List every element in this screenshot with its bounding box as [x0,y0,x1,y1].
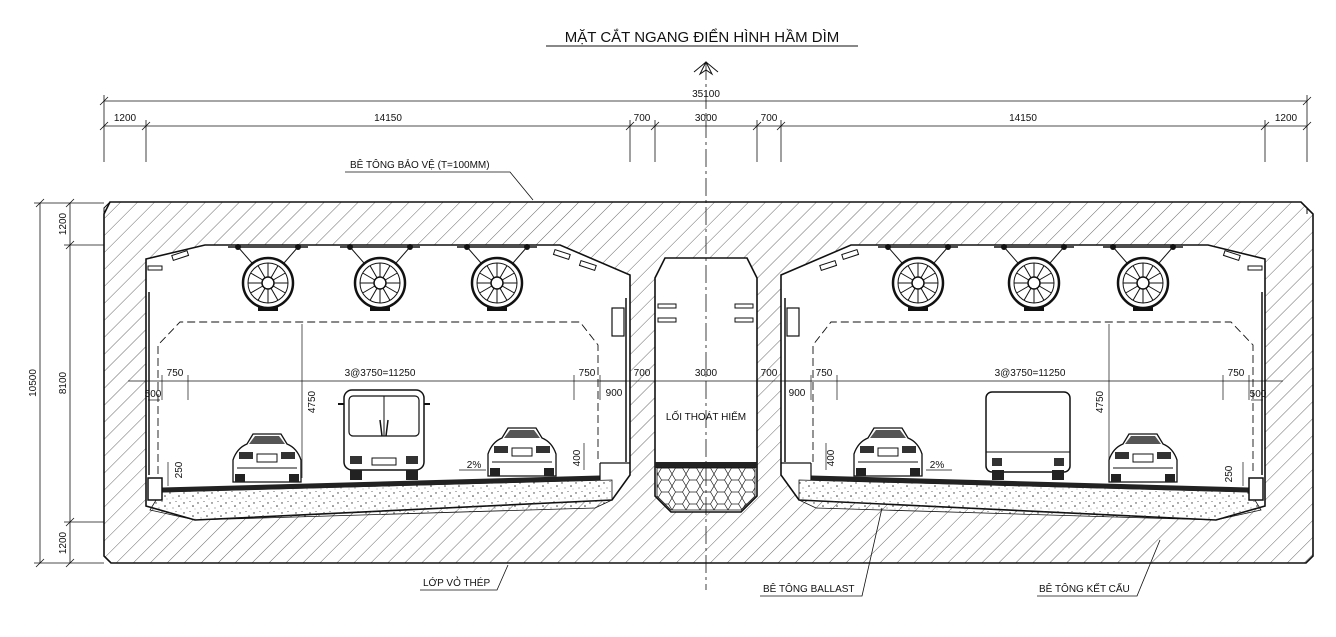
dim-3000-escape: 3000 [695,368,718,379]
dim-lane-right: 3@3750=11250 [995,368,1066,379]
dim-750-r2: 750 [1228,368,1245,379]
jet-fan-icon [228,244,308,311]
dim-height-bot: 1200 [58,531,69,554]
dim-400-r: 400 [826,449,837,466]
dim-900-l: 900 [606,388,623,399]
escape-gabion [656,467,756,511]
car-icon [487,427,557,477]
dim-250-l: 250 [174,461,185,478]
leaders [345,171,1161,597]
dim-seg-6: 14150 [1009,113,1037,124]
car-icon [853,427,923,477]
dim-500-r: 500 [1250,389,1267,400]
slope-left: 2% [467,460,482,471]
dim-height-mid: 8100 [58,371,69,394]
escape-route-label: LỐI THOÁT HIỂM [666,409,746,423]
jet-fans [228,244,1183,311]
label-ballast-concrete: BÊ TÔNG BALLAST [763,582,855,595]
ballast-left [149,479,613,521]
sign-board-right [786,307,800,337]
car-icon [232,433,302,483]
dim-seg-1: 1200 [114,113,137,124]
left-dimensions [34,198,104,568]
dim-750-l2: 750 [579,368,596,379]
inner-dimensions [128,324,1283,486]
bus-icon [338,389,430,480]
dim-seg-2: 14150 [374,113,402,124]
drain-left [147,477,163,501]
clearance-envelope-right [812,321,1254,474]
car-icon [1108,433,1178,483]
top-dimensions [99,95,1312,162]
dim-750-l1: 750 [167,368,184,379]
clearance-envelope-left [157,321,599,474]
dim-height-top: 1200 [58,212,69,235]
label-protective-concrete: BÊ TÔNG BẢO VỆ (T=100MM) [350,158,490,171]
jet-fan-icon [457,244,537,311]
drawing-title: MẶT CẮT NGANG ĐIỂN HÌNH HẦM DÌM [565,28,839,46]
dim-lane-left: 3@3750=11250 [345,368,416,379]
dim-4750-r: 4750 [1095,390,1106,413]
tunnel-lights [147,248,1263,323]
north-arrow-icon [693,60,719,76]
dim-900-r: 900 [789,388,806,399]
road-surface-left [161,475,601,493]
dim-700-l: 700 [634,368,651,379]
dim-400-l: 400 [572,449,583,466]
label-steel-shell: LỚP VỎ THÉP [423,576,490,589]
vehicles [232,389,1178,483]
dim-seg-7: 1200 [1275,113,1298,124]
bus-rear-icon [985,391,1071,480]
jet-fan-icon [994,244,1074,311]
road-surface-right [810,475,1250,493]
dim-seg-5: 700 [761,113,778,124]
protective-layer-line [103,201,1308,214]
slope-right: 2% [930,460,945,471]
dim-4750-l: 4750 [307,390,318,413]
dim-total-width: 35100 [692,89,720,100]
jet-fan-icon [340,244,420,311]
dim-seg-4: 3000 [695,113,718,124]
dim-seg-3: 700 [634,113,651,124]
dim-700-r: 700 [761,368,778,379]
dim-750-r1: 750 [816,368,833,379]
dim-total-height: 10500 [28,369,39,397]
dim-500-l: 500 [145,389,162,400]
label-structural-concrete: BÊ TÔNG KẾT CẤU [1039,582,1130,595]
drain-right [1248,477,1264,501]
tunnel-structure [103,201,1314,564]
dim-250-r: 250 [1224,465,1235,482]
jet-fan-icon [878,244,958,311]
escape-floor [655,462,757,468]
sign-board-left [611,307,625,337]
jet-fan-icon [1103,244,1183,311]
